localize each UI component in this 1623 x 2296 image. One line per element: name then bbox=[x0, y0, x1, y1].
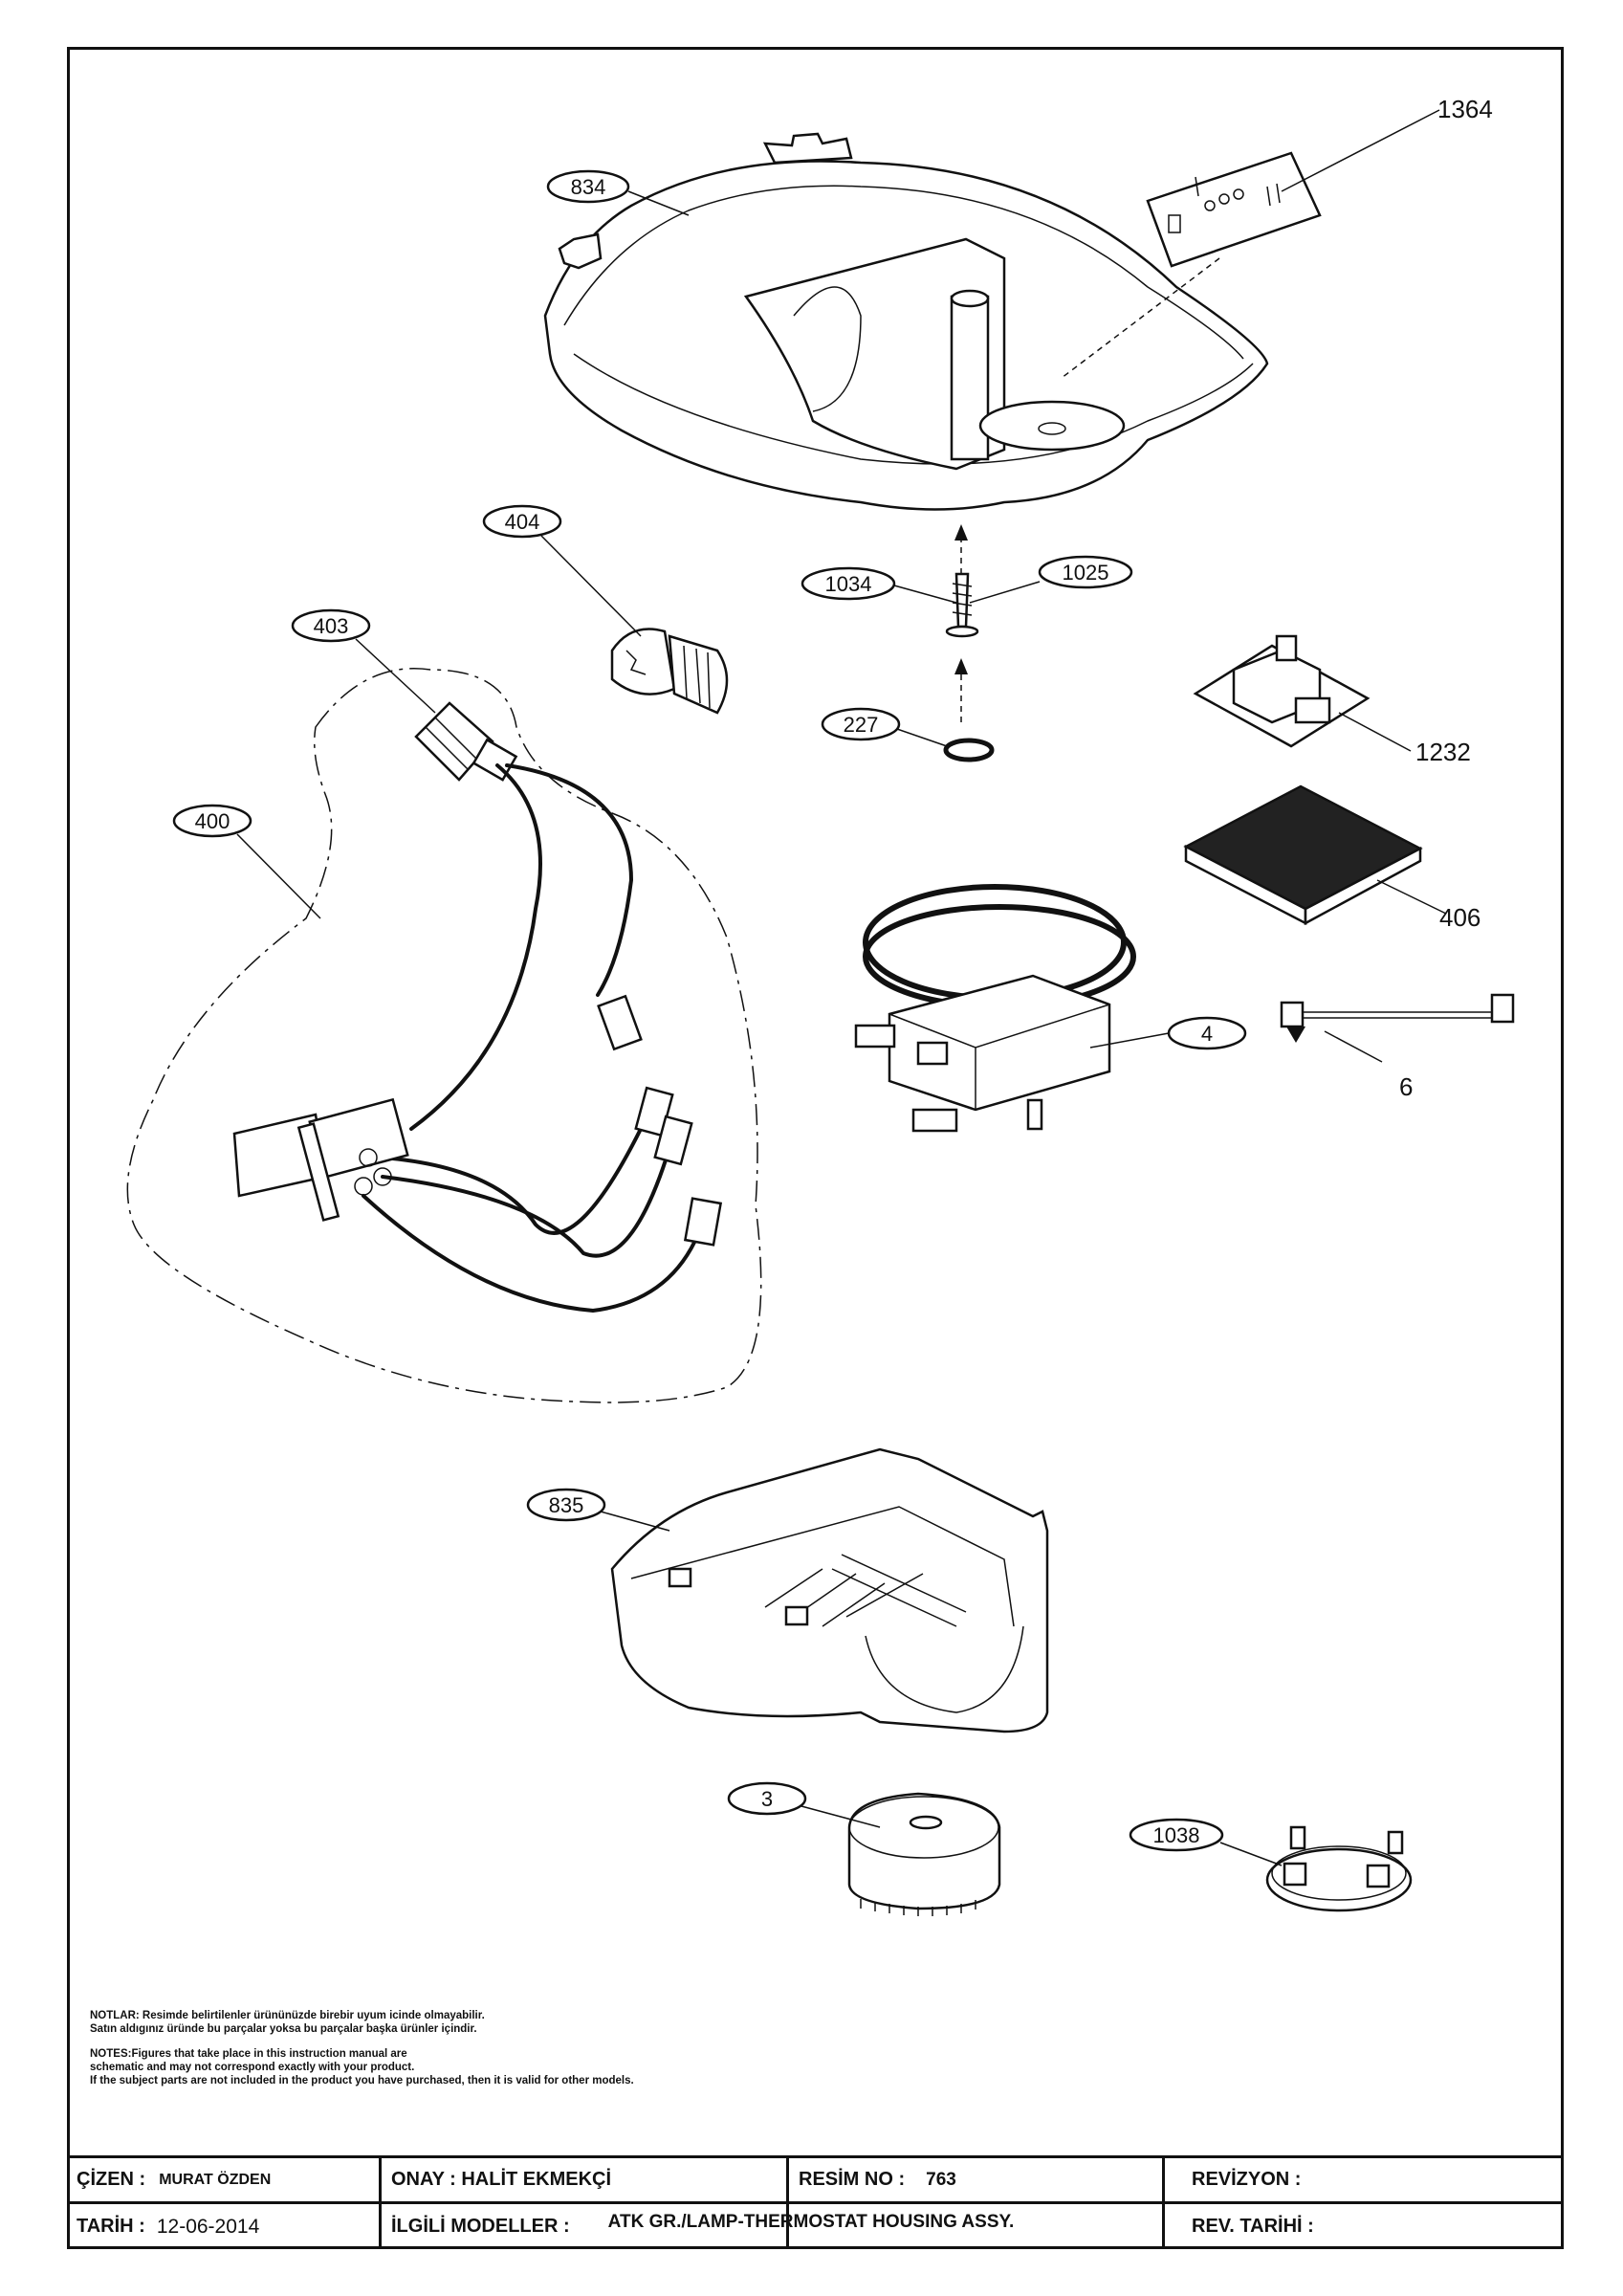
cell-ilgili-modeller: İLGİLİ MODELLER : ATK GR./LAMP-THERMOSTA… bbox=[382, 2204, 1162, 2249]
callout-400-label: 400 bbox=[195, 809, 230, 833]
note-en-line-2: schematic and may not correspond exactly… bbox=[90, 2062, 415, 2073]
tarih-value: 12-06-2014 bbox=[156, 2215, 260, 2238]
callout-834: 834 bbox=[546, 169, 690, 216]
title-block-divider-3 bbox=[1162, 2155, 1165, 2249]
callout-4-label: 4 bbox=[1201, 1022, 1213, 1046]
callout-404-label: 404 bbox=[505, 510, 540, 534]
part-3-fan-wheel bbox=[847, 1792, 1001, 1916]
callout-227-label: 227 bbox=[844, 713, 879, 737]
callout-1025: 1025 bbox=[969, 555, 1133, 604]
part-1232-pcb: 1232 bbox=[1193, 634, 1471, 766]
part-834-upper-housing bbox=[543, 132, 1269, 511]
cell-rev-tarihi: REV. TARİHİ : bbox=[1165, 2204, 1564, 2249]
cell-cizen: ÇİZEN : MURAT ÖZDEN bbox=[67, 2158, 379, 2201]
cizen-value: MURAT ÖZDEN bbox=[159, 2171, 272, 2188]
callout-400: 400 bbox=[172, 804, 321, 919]
note-tr-line-1: NOTLAR: Resimde belirtilenler ürününüzde… bbox=[90, 2010, 485, 2021]
callout-4: 4 bbox=[1167, 1016, 1247, 1050]
revizyon-label: REVİZYON : bbox=[1192, 2169, 1302, 2190]
note-en-line-1: NOTES:Figures that take place in this in… bbox=[90, 2048, 407, 2060]
notes-block: NOTLAR: Resimde belirtilenler ürününüzde… bbox=[90, 2009, 634, 2087]
part-400-wiring-harness bbox=[126, 668, 762, 1403]
callout-227: 227 bbox=[821, 707, 948, 747]
drawing-frame bbox=[67, 47, 1564, 2249]
cell-resim-no: RESİM NO : 763 bbox=[789, 2158, 1162, 2201]
revtarih-label: REV. TARİHİ : bbox=[1192, 2216, 1314, 2237]
callout-835-label: 835 bbox=[549, 1493, 584, 1517]
callout-403: 403 bbox=[291, 608, 436, 714]
title-block-mid-rule bbox=[67, 2201, 1564, 2204]
callout-1025-label: 1025 bbox=[1063, 561, 1109, 585]
cell-tarih: TARİH : 12-06-2014 bbox=[67, 2204, 379, 2249]
callout-403-label: 403 bbox=[314, 614, 349, 638]
part-835-lower-housing bbox=[610, 1447, 1049, 1733]
cell-revizyon: REVİZYON : bbox=[1165, 2158, 1564, 2201]
note-en-line-3: If the subject parts are not included in… bbox=[90, 2075, 634, 2086]
callout-1364-label: 1364 bbox=[1437, 95, 1493, 123]
callout-404: 404 bbox=[482, 504, 642, 637]
note-tr-line-2: Satın aldıgınız üründe bu parçalar yoksa… bbox=[90, 2023, 477, 2035]
cizen-label: ÇİZEN : bbox=[77, 2169, 146, 2190]
callout-1034-label: 1034 bbox=[825, 572, 872, 596]
title-block-divider-1 bbox=[379, 2155, 382, 2249]
resim-value: 763 bbox=[926, 2169, 956, 2190]
resim-label: RESİM NO : bbox=[799, 2169, 906, 2190]
part-404-lamp-bulb bbox=[610, 628, 729, 715]
callout-1034: 1034 bbox=[801, 566, 957, 604]
callout-835: 835 bbox=[526, 1488, 670, 1532]
onay-label: ONAY : HALİT EKMEKÇİ bbox=[391, 2169, 612, 2190]
callout-6-label: 6 bbox=[1399, 1072, 1413, 1101]
modeller-label: İLGİLİ MODELLER : bbox=[391, 2216, 570, 2237]
callout-406-label: 406 bbox=[1439, 903, 1480, 932]
cell-onay: ONAY : HALİT EKMEKÇİ bbox=[382, 2158, 786, 2201]
part-227-ring bbox=[943, 738, 995, 762]
callout-1038: 1038 bbox=[1129, 1818, 1283, 1866]
title-block: ÇİZEN : MURAT ÖZDEN ONAY : HALİT EKMEKÇİ… bbox=[67, 2155, 1564, 2249]
callout-1038-label: 1038 bbox=[1153, 1823, 1200, 1847]
part-406-cover-plate: 406 bbox=[1183, 784, 1480, 932]
modeller-value: ATK GR./LAMP-THERMOSTAT HOUSING ASSY. bbox=[607, 2211, 1015, 2232]
part-1364-label-card: 1364 bbox=[1061, 95, 1493, 379]
title-block-top-rule bbox=[67, 2155, 1564, 2158]
title-block-divider-2 bbox=[786, 2155, 789, 2249]
part-1038-ring-cap bbox=[1265, 1825, 1413, 1912]
part-6-sensor: 6 bbox=[1280, 993, 1515, 1101]
tarih-label: TARİH : bbox=[77, 2216, 145, 2237]
part-1025-screw bbox=[945, 524, 979, 722]
callout-3-label: 3 bbox=[761, 1787, 773, 1811]
callout-834-label: 834 bbox=[571, 175, 606, 199]
callout-3: 3 bbox=[727, 1781, 881, 1828]
part-4-thermostat bbox=[854, 884, 1170, 1133]
callout-1232-label: 1232 bbox=[1415, 738, 1471, 766]
